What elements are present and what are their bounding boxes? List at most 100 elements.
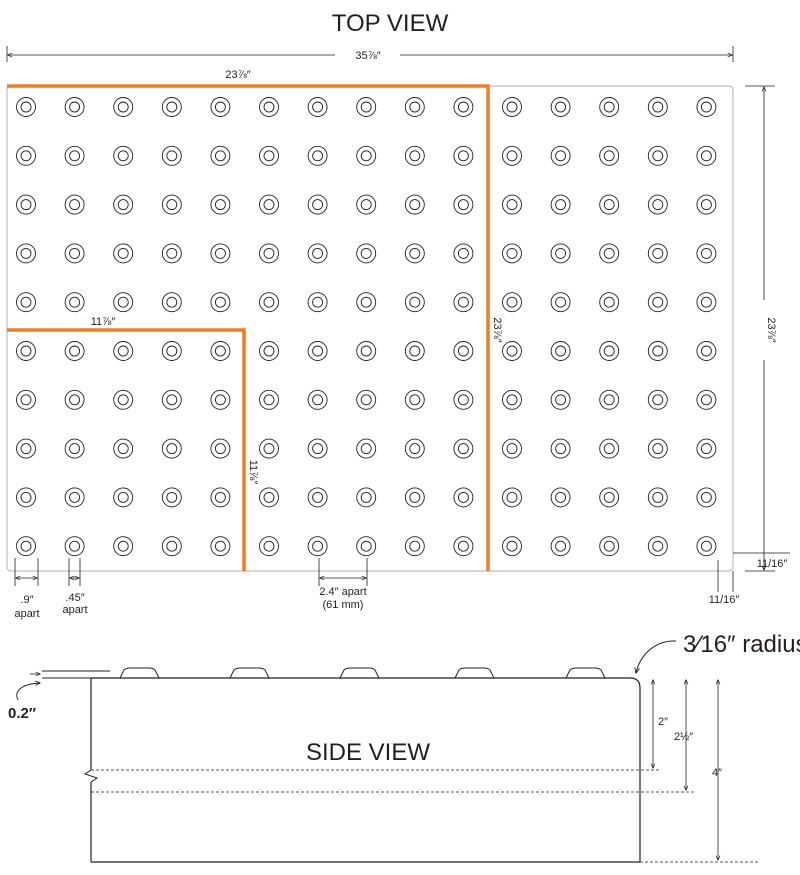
truncated-dome [453,292,474,313]
truncated-dome [307,292,328,313]
truncated-dome [647,243,668,264]
truncated-dome [599,145,620,166]
dome-spacing-dimension: 2.4″ apart (61 mm) [318,558,368,611]
truncated-dome [696,243,717,264]
edge-offset-bottom-label: 11/16″ [709,594,740,606]
truncated-dome [502,487,522,508]
truncated-dome [210,536,231,557]
truncated-dome [259,438,279,459]
truncated-dome [64,145,85,166]
truncated-dome [64,341,85,361]
truncated-dome [113,389,134,410]
truncated-dome [113,97,134,117]
truncated-dome [161,145,182,166]
overall-width-label: 35⅞″ [355,50,380,62]
side-dome [229,667,270,679]
truncated-dome [453,536,474,557]
truncated-dome [113,487,134,508]
truncated-dome [356,487,377,508]
truncated-dome [113,145,134,166]
dome-height-label: 0.2″ [8,705,36,722]
truncated-dome [453,145,474,166]
truncated-dome [453,438,474,459]
truncated-dome [502,292,522,313]
truncated-dome [64,97,85,117]
truncated-dome [404,243,425,264]
truncated-dome [599,536,620,557]
height-dimension-2: 2″ [653,680,668,768]
top-diameter-note: apart [62,604,87,616]
height-dimension-2-half-label: 2½″ [674,731,693,743]
truncated-dome [161,292,182,313]
truncated-dome [404,389,425,410]
truncated-dome [259,389,279,410]
truncated-dome [404,438,425,459]
small-tile-height-label: 11⅞″ [247,460,259,485]
truncated-dome [696,438,717,459]
large-tile-height-label: 23⅞″ [491,317,503,342]
truncated-dome [259,292,279,313]
truncated-dome [647,145,668,166]
dome-height-callout: 0.2″ [8,670,110,722]
truncated-dome [259,145,279,166]
truncated-dome [259,194,279,215]
truncated-dome [502,243,522,264]
truncated-dome [502,536,522,557]
truncated-dome [696,292,717,313]
truncated-dome [356,97,377,117]
truncated-dome [502,97,522,117]
truncated-dome [550,487,571,508]
truncated-dome [453,194,474,215]
small-tile-width-label: 11⅞″ [91,316,116,328]
truncated-dome [161,243,182,264]
truncated-dome [502,389,522,410]
truncated-dome [64,438,85,459]
truncated-dome [356,292,377,313]
truncated-dome [113,438,134,459]
truncated-dome [404,292,425,313]
base-diameter-note: apart [14,608,39,620]
truncated-dome [64,243,85,264]
truncated-dome [599,292,620,313]
truncated-dome [502,438,522,459]
truncated-dome [550,194,571,215]
edge-offset-bottom-dimension: 11/16″ [709,560,740,606]
truncated-dome [502,194,522,215]
height-dimension-4: 4″ [712,680,722,860]
truncated-dome [599,438,620,459]
truncated-dome [404,341,425,361]
large-tile-width-label: 23⅞″ [225,69,250,81]
truncated-dome [550,438,571,459]
base-diameter-dimension: .9″ apart [14,558,40,620]
truncated-dome [307,487,328,508]
truncated-dome [16,487,36,508]
truncated-dome [647,97,668,117]
height-dimension-4-label: 4″ [712,767,722,779]
side-dome [119,667,160,679]
truncated-dome [550,292,571,313]
truncated-dome [599,243,620,264]
truncated-dome [210,194,231,215]
truncated-dome [550,145,571,166]
truncated-dome [16,194,36,215]
truncated-dome [259,243,279,264]
truncated-dome [599,97,620,117]
truncated-dome [259,487,279,508]
truncated-dome [259,341,279,361]
truncated-dome [356,145,377,166]
truncated-dome [356,194,377,215]
truncated-dome [307,194,328,215]
truncated-dome [453,243,474,264]
truncated-dome [356,536,377,557]
base-diameter-label: .9″ [20,594,33,606]
truncated-dome [161,97,182,117]
top-view-title: TOP VIEW [332,10,449,37]
truncated-dome [404,536,425,557]
truncated-dome [161,438,182,459]
truncated-dome [696,145,717,166]
truncated-dome [404,194,425,215]
truncated-dome [307,341,328,361]
truncated-dome [356,389,377,410]
truncated-dome [404,145,425,166]
truncated-dome [647,341,668,361]
